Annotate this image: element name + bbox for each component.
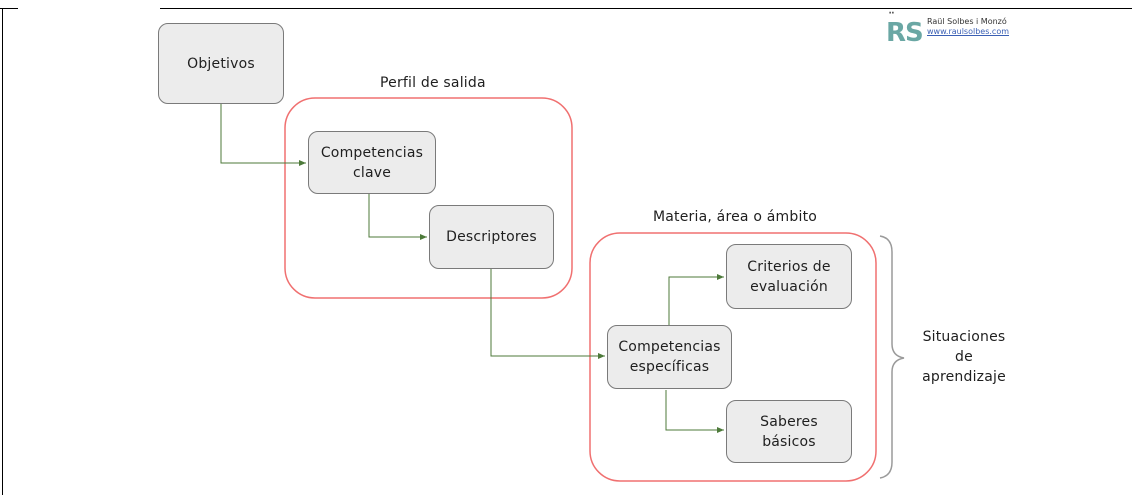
top-border [160,8,1132,9]
logo-mark: ¨RS [886,11,924,48]
node-criterios-evaluacion: Criterios de evaluación [726,244,852,309]
group-perfil-outline [284,97,573,299]
group-materia-outline [589,232,877,482]
arrow-objetivos-competencias-clave [220,104,306,166]
node-objetivos: Objetivos [158,23,284,104]
node-descriptores: Descriptores [429,205,554,269]
arrow-competencias-clave-descriptores [368,193,427,240]
top-border-left [0,8,18,9]
arrow-descriptores-competencias-especificas [490,269,605,359]
node-competencias-especificas: Competencias específicas [607,325,732,389]
arrow-especificas-criterios [668,274,724,326]
side-label-situaciones: Situaciones de aprendizaje [922,329,1006,385]
group-label-materia: Materia, área o ámbito [653,209,818,225]
left-border [2,8,3,495]
arrow-especificas-saberes [665,390,724,433]
group-label-perfil: Perfil de salida [380,75,486,91]
brace-shape [879,235,905,479]
node-competencias-clave: Competencias clave [308,131,436,194]
node-saberes-basicos: Saberes básicos [726,400,852,463]
author-name: Raül Solbes i Monzó [927,17,1007,26]
author-link[interactable]: www.raulsolbes.com [927,27,1010,36]
